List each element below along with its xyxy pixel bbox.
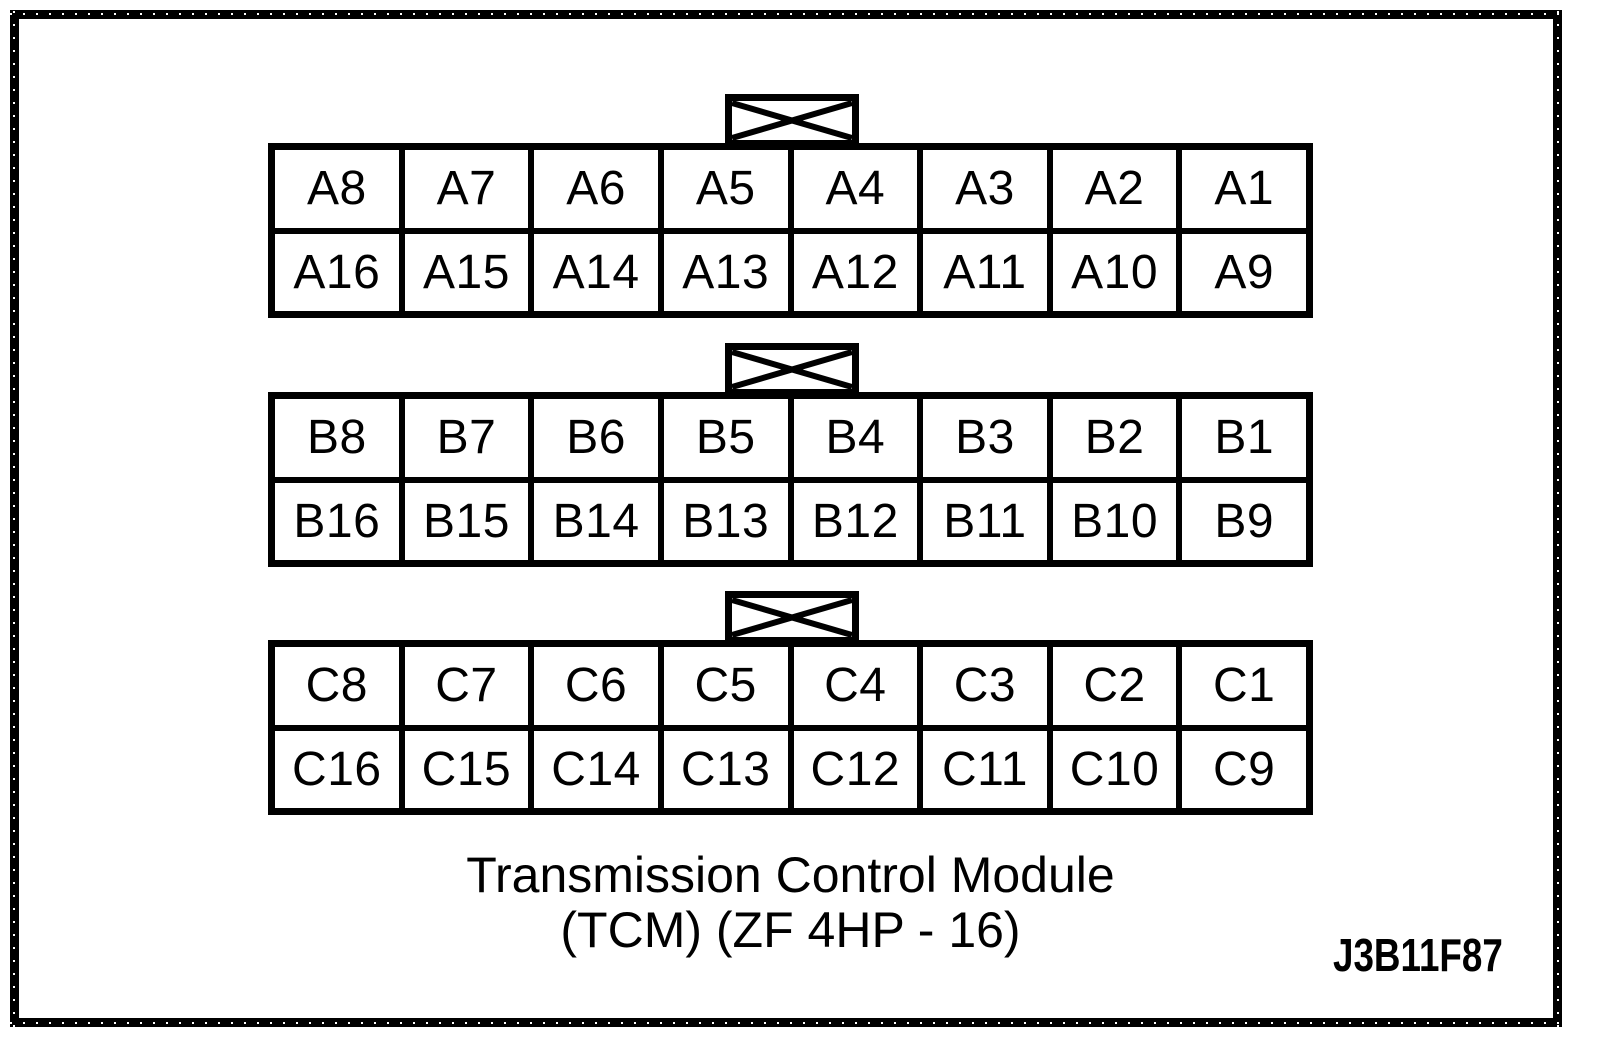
crossed-box-icon [725,591,859,644]
pin-A12-cell: A12 [793,233,918,311]
pin-A3-cell: A3 [923,150,1047,228]
pin-B1-cell: B1 [1182,399,1306,477]
pin-B6-cell: B6 [534,399,658,477]
pin-B2-cell: B2 [1052,399,1177,477]
caption-line-2: (TCM) (ZF 4HP - 16) [560,902,1021,958]
pin-A15-cell: A15 [404,233,529,311]
pin-B16-cell: B16 [275,482,399,560]
pin-C13-cell: C13 [663,730,788,808]
pin-A10-cell: A10 [1052,233,1177,311]
pin-B5-cell: B5 [663,399,788,477]
pin-B8-cell: B8 [275,399,399,477]
pin-A1-cell: A1 [1182,150,1306,228]
pin-A5-cell: A5 [663,150,788,228]
pin-C8-cell: C8 [275,647,399,725]
pin-C9-cell: C9 [1182,730,1306,808]
pin-A13-cell: A13 [663,233,788,311]
pin-A9-cell: A9 [1182,233,1306,311]
pin-C7-cell: C7 [404,647,529,725]
pin-C4-cell: C4 [793,647,918,725]
pin-C6-cell: C6 [534,647,658,725]
pin-B14-cell: B14 [534,482,658,560]
pin-B13-cell: B13 [663,482,788,560]
pin-C16-cell: C16 [275,730,399,808]
pin-C5-cell: C5 [663,647,788,725]
caption-line-1: Transmission Control Module [466,847,1115,903]
pin-B15-cell: B15 [404,482,529,560]
border-dot-line [1557,10,1559,1027]
pin-C15-cell: C15 [404,730,529,808]
crossed-box-icon [725,94,859,147]
pin-B3-cell: B3 [923,399,1047,477]
pin-B11-cell: B11 [923,482,1047,560]
pin-C12-cell: C12 [793,730,918,808]
border-dot-line [13,10,15,1027]
pin-A16-cell: A16 [275,233,399,311]
pin-A4-cell: A4 [793,150,918,228]
pin-A6-cell: A6 [534,150,658,228]
pin-A14-cell: A14 [534,233,658,311]
pin-A8-cell: A8 [275,150,399,228]
pin-C11-cell: C11 [923,730,1047,808]
pin-A11-cell: A11 [923,233,1047,311]
pin-B12-cell: B12 [793,482,918,560]
figure-code: J3B11F87 [1333,929,1503,981]
diagram-caption: Transmission Control Module (TCM) (ZF 4H… [268,848,1313,958]
pin-A2-cell: A2 [1052,150,1177,228]
border-dot-line [10,13,1562,15]
crossed-box-icon [725,343,859,396]
pin-B10-cell: B10 [1052,482,1177,560]
pin-A7-cell: A7 [404,150,529,228]
pin-B7-cell: B7 [404,399,529,477]
border-dot-line [10,1022,1562,1024]
pin-B4-cell: B4 [793,399,918,477]
pin-C14-cell: C14 [534,730,658,808]
pin-C1-cell: C1 [1182,647,1306,725]
pin-B9-cell: B9 [1182,482,1306,560]
pin-C3-cell: C3 [923,647,1047,725]
pin-C2-cell: C2 [1052,647,1177,725]
pin-C10-cell: C10 [1052,730,1177,808]
